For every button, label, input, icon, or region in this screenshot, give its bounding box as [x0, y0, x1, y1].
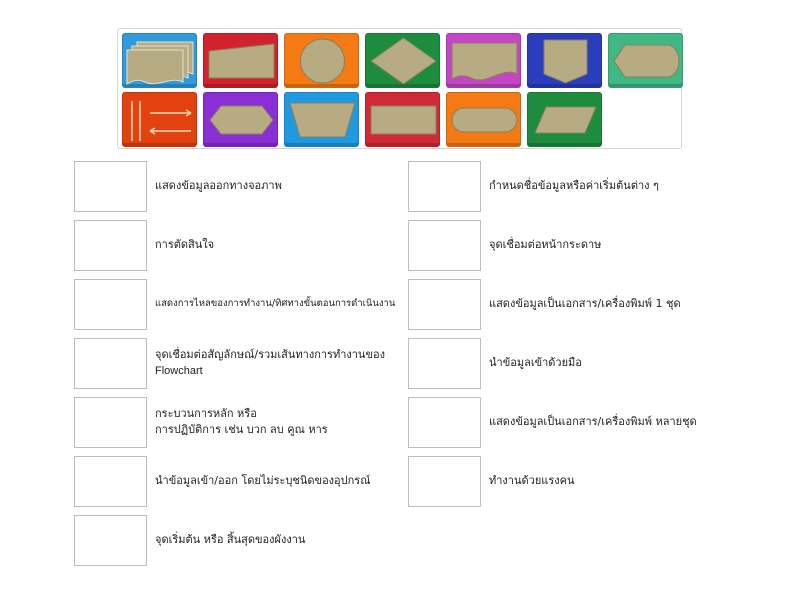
drop-slot[interactable] [408, 161, 481, 212]
tile-manual-operation-trapezoid-symbol[interactable] [284, 92, 359, 147]
item-label: นำข้อมูลเข้าด้วยมือ [489, 356, 582, 369]
drop-slot[interactable] [408, 338, 481, 389]
item-label-line2: การปฏิบัติการ เช่น บวก ลบ คูณ หาร [155, 423, 328, 436]
item-label: จุดเชื่อมต่อสัญลักษณ์/รวมเส้นทางการทำงาน… [155, 348, 385, 361]
drop-slot[interactable] [74, 161, 147, 212]
item-label: จุดเริ่มต้น หรือ สิ้นสุดของผังงาน [155, 533, 306, 546]
item-label: การตัดสินใจ [155, 238, 215, 251]
drop-slot[interactable] [408, 220, 481, 271]
drop-slot[interactable] [74, 515, 147, 566]
item-label: แสดงข้อมูลเป็นเอกสาร/เครื่องพิมพ์ 1 ชุด [489, 297, 681, 310]
tile-multi-document-symbol[interactable] [122, 33, 197, 88]
item-label: แสดงการไหลของการทำงาน/ทิศทางขั้นตอนการดำ… [155, 298, 396, 309]
item-label: จุดเชื่อมต่อหน้ากระดาษ [489, 238, 602, 251]
drop-slot[interactable] [74, 279, 147, 330]
item-label-line2: Flowchart [155, 365, 203, 377]
tile-input-output-parallelogram-symbol[interactable] [527, 92, 602, 147]
manual-operation-trapezoid-icon [289, 102, 356, 138]
tile-preparation-hexagon-symbol[interactable] [203, 92, 278, 147]
drop-slot[interactable] [74, 338, 147, 389]
terminator-icon [451, 107, 518, 133]
tile-terminator-symbol[interactable] [446, 92, 521, 147]
item-label: กระบวนการหลัก หรือ [155, 407, 257, 420]
flow-lines-icon [131, 101, 192, 141]
display-icon [613, 44, 680, 78]
tile-decision-diamond-symbol[interactable] [365, 33, 440, 88]
tile-display-symbol[interactable] [608, 33, 683, 88]
drop-slot[interactable] [74, 397, 147, 448]
manual-input-icon [208, 43, 275, 79]
multi-document-icon [126, 41, 194, 85]
drop-slot[interactable] [408, 397, 481, 448]
item-label: ทำงานด้วยแรงคน [489, 474, 575, 487]
document-icon [451, 42, 518, 81]
decision-diamond-icon [370, 37, 437, 85]
off-page-connector-icon [543, 39, 588, 84]
tile-document-symbol[interactable] [446, 33, 521, 88]
tile-flow-lines-symbol[interactable] [122, 92, 197, 147]
connector-circle-icon [300, 38, 345, 84]
symbol-tray [117, 28, 683, 149]
tile-manual-input-symbol[interactable] [203, 33, 278, 88]
item-label: กำหนดชื่อข้อมูลหรือค่าเริ่มต้นต่าง ๆ [489, 179, 659, 192]
item-label: นำข้อมูลเข้า/ออก โดยไม่ระบุชนิดของอุปกรณ… [155, 474, 371, 487]
item-label: แสดงข้อมูลเป็นเอกสาร/เครื่องพิมพ์ หลายชุ… [489, 415, 697, 428]
drop-slot[interactable] [74, 220, 147, 271]
tile-off-page-connector-symbol[interactable] [527, 33, 602, 88]
tile-process-rectangle-symbol[interactable] [365, 92, 440, 147]
input-output-parallelogram-icon [534, 106, 597, 134]
tile-connector-circle-symbol[interactable] [284, 33, 359, 88]
preparation-hexagon-icon [209, 105, 274, 135]
drop-slot[interactable] [408, 279, 481, 330]
drop-slot[interactable] [74, 456, 147, 507]
process-rectangle-icon [370, 105, 437, 135]
item-label: แสดงข้อมูลออกทางจอภาพ [155, 179, 282, 192]
drop-slot[interactable] [408, 456, 481, 507]
